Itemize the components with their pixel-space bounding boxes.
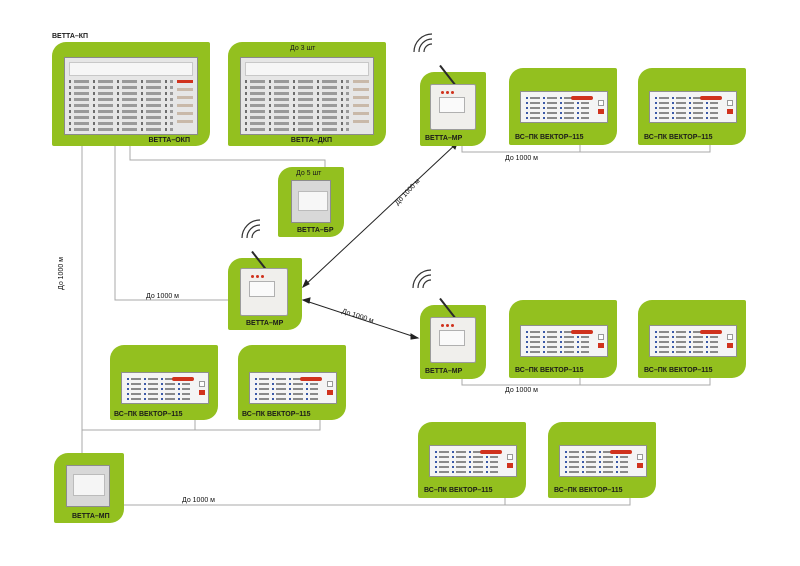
vector-node-7: ВС–ПК ВЕКТОР–115	[418, 422, 526, 498]
vector-node-6: ВС–ПК ВЕКТОР–115	[238, 345, 346, 420]
dkp-panel	[240, 57, 374, 135]
wave-arc	[423, 43, 433, 53]
vector-node-8: ВС–ПК ВЕКТОР–115	[548, 422, 656, 498]
mp-node: ВЕТТА–МП	[54, 453, 124, 523]
distance-bottom-link: До 1000 м	[182, 497, 215, 504]
mid-chain-b	[580, 378, 711, 386]
br-count: До 5 шт	[296, 170, 322, 177]
mr-top-label: ВЕТТА–МР	[425, 135, 463, 142]
left-pair-line-b	[82, 420, 321, 431]
mr-mid-device	[430, 317, 476, 363]
okp-label: ВЕТТА–ОКП	[148, 137, 190, 144]
dkp-count: До 3 шт	[290, 45, 316, 52]
mr-center-device	[240, 268, 288, 316]
vector-label: ВС–ПК ВЕКТОР–115	[515, 367, 584, 374]
vector-label: ВС–ПК ВЕКТОР–115	[644, 134, 713, 141]
distance-top-chain: До 1000 м	[505, 155, 538, 162]
br-device	[291, 180, 331, 223]
vector-label: ВС–ПК ВЕКТОР–115	[114, 411, 183, 418]
br-node: До 5 шт ВЕТТА–БР	[278, 167, 344, 237]
vector-label: ВС–ПК ВЕКТОР–115	[242, 411, 311, 418]
mr-top-device	[430, 84, 476, 130]
vector-node-2: ВС–ПК ВЕКТОР–115	[638, 68, 746, 145]
mid-chain-a	[461, 378, 581, 386]
vector-node-3: ВС–ПК ВЕКТОР–115	[509, 300, 617, 378]
distance-center-link: До 1000 м	[146, 293, 179, 300]
radio-link-top	[302, 142, 458, 288]
mp-link	[123, 498, 506, 506]
vector-label: ВС–ПК ВЕКТОР–115	[424, 487, 493, 494]
okp-dkp-line	[129, 140, 326, 172]
distance-vertical: До 1000 м	[58, 257, 65, 290]
mp-label: ВЕТТА–МП	[72, 513, 110, 520]
okp-panel	[64, 57, 198, 135]
top-chain-a	[461, 140, 581, 153]
mr-mid-node: ВЕТТА–МР	[420, 297, 486, 379]
distance-mid-chain: До 1000 м	[505, 387, 538, 394]
vector-node-1: ВС–ПК ВЕКТОР–115	[509, 68, 617, 145]
radio-link-bottom	[302, 299, 419, 339]
mr-center-label: ВЕТТА–МР	[246, 320, 284, 327]
mp-link-b	[505, 498, 631, 506]
vector-node-5: ВС–ПК ВЕКТОР–115	[110, 345, 218, 420]
vector-label: ВС–ПК ВЕКТОР–115	[644, 367, 713, 374]
arrow-head-top-start	[302, 279, 310, 289]
okp-node: ВЕТТА–ОКП	[52, 42, 210, 146]
dkp-node: До 3 шт ВЕТТА–ДКП	[228, 42, 386, 146]
vector-label: ВС–ПК ВЕКТОР–115	[515, 134, 584, 141]
vector-node-4: ВС–ПК ВЕКТОР–115	[638, 300, 746, 378]
vector-label: ВС–ПК ВЕКТОР–115	[554, 487, 623, 494]
mp-device	[66, 465, 110, 507]
mr-mid-label: ВЕТТА–МР	[425, 368, 463, 375]
mr-top-node: ВЕТТА–МР	[420, 64, 486, 146]
page-title: ВЕТТА–КП	[52, 33, 89, 40]
left-pair-line-a	[82, 420, 196, 431]
br-label: ВЕТТА–БР	[297, 227, 334, 234]
mr-center-node: ВЕТТА–МР	[228, 250, 302, 330]
arrow-head-bottom-end	[410, 333, 420, 340]
arrow-head-bottom-start	[301, 297, 311, 304]
okp-mr-line	[114, 140, 228, 301]
dkp-label: ВЕТТА–ДКП	[290, 137, 332, 144]
